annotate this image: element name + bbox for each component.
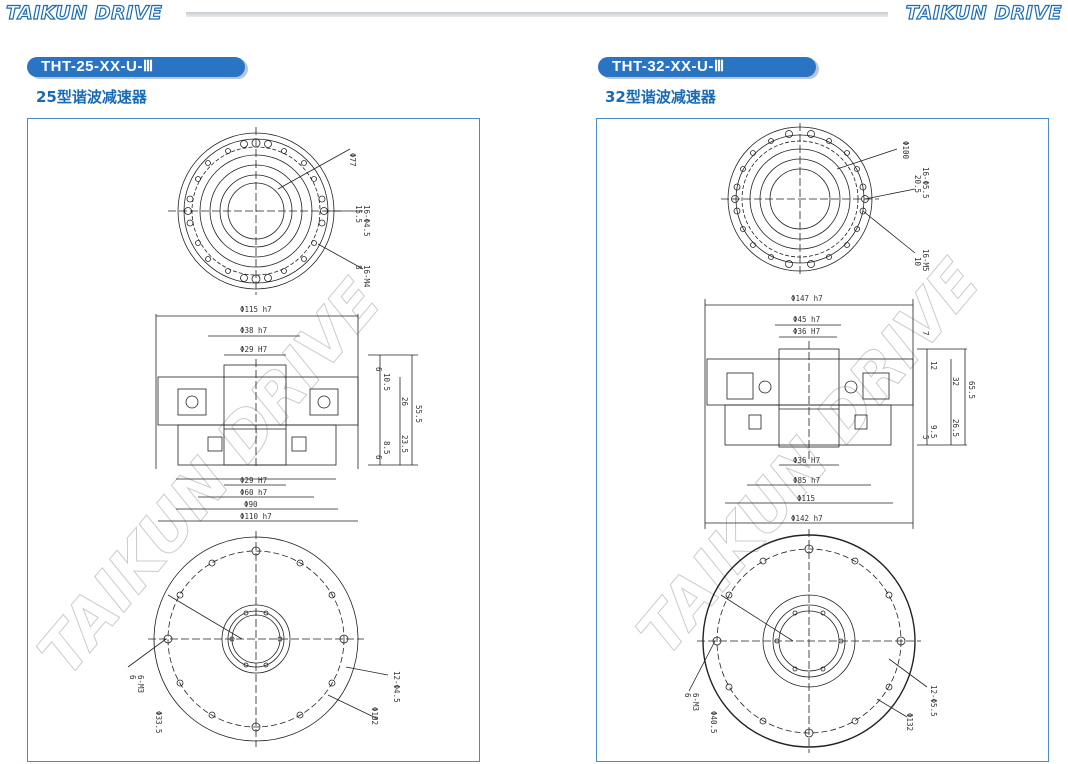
technical-drawing-left: TAIKUN DRIVE Φ77 16-Φ4.5 15.5 16-M4 8 [28, 127, 423, 747]
dim-label: Φ40.5 [709, 711, 718, 734]
watermark-left: TAIKUN DRIVE [28, 266, 395, 689]
dim-label: 12 [929, 361, 938, 370]
dim-label: 23.5 [400, 435, 409, 453]
dim-label: Φ110 h7 [240, 512, 272, 521]
dim-label: Φ45 h7 [793, 315, 820, 324]
dim-label: 6 [128, 675, 137, 680]
technical-drawing-right: TAIKUN DRIVE Φ100 16-Φ5.5 20.5 16-M5 10 [622, 123, 994, 753]
top-view-dims-right: Φ100 16-Φ5.5 20.5 16-M5 10 [901, 141, 930, 272]
dim-label: 6 [683, 693, 692, 698]
dim-label: 6 [374, 455, 383, 460]
brand-logo-left: TAIKUN DRIVE [5, 1, 163, 24]
dim-label: Φ100 [901, 141, 910, 160]
side-view-right [704, 299, 967, 529]
bottom-view-dims-right: 6-M3 6 Φ40.5 12-Φ5.5 Φ132 [683, 685, 938, 734]
dim-label: 6-M3 [691, 693, 700, 711]
side-view-dims-right: Φ147 h7 Φ45 h7 Φ36 H7 Φ36 H7 Φ85 h7 Φ115… [791, 294, 976, 523]
dim-label: Φ147 h7 [791, 294, 823, 303]
dim-label: Φ142 h7 [791, 514, 823, 523]
model-badge-left: THT-25-XX-U-Ⅲ [27, 57, 245, 77]
dim-label: Φ36 H7 [793, 327, 820, 336]
dim-label: 10 [913, 257, 922, 267]
dim-label: 20.5 [913, 175, 922, 193]
dim-label: 8 [354, 265, 363, 270]
dim-label: 32 [951, 377, 960, 386]
drawing-frame-right: TAIKUN DRIVE Φ100 16-Φ5.5 20.5 16-M5 10 [596, 118, 1049, 762]
dim-label: 8.5 [382, 441, 391, 455]
drawing-frame-left: TAIKUN DRIVE Φ77 16-Φ4.5 15.5 16-M4 8 [27, 118, 480, 762]
dim-label: Φ29 H7 [240, 476, 267, 485]
dim-label: Φ85 h7 [793, 476, 820, 485]
dim-label: 15.5 [354, 205, 363, 223]
dim-label: Φ90 [244, 500, 258, 509]
dim-label: 7 [921, 331, 930, 336]
top-view-left [168, 127, 364, 295]
dim-label: Φ33.5 [154, 711, 163, 734]
dim-label: Φ60 h7 [240, 488, 267, 497]
dim-label: Φ77 [348, 153, 357, 167]
dim-label: 12-Φ5.5 [929, 685, 938, 717]
top-view-dims-left: Φ77 16-Φ4.5 15.5 16-M4 8 [348, 153, 371, 288]
dim-label: 26.5 [951, 419, 960, 437]
dim-label: 16-Φ4.5 [362, 205, 371, 237]
dim-label: Φ36 H7 [793, 456, 820, 465]
dim-label: 16-M4 [362, 265, 371, 288]
dim-label: 65.5 [967, 381, 976, 399]
dim-label: 6 [374, 367, 383, 372]
bottom-view-left [127, 531, 389, 747]
dim-label: 9.5 [929, 425, 938, 439]
dim-label: Φ38 h7 [240, 326, 267, 335]
dim-label: Φ102 [370, 707, 379, 725]
dim-label: 5 [921, 435, 930, 440]
bottom-view-dims-left: 6-M3 6 Φ33.5 12-Φ4.5 Φ102 [128, 671, 401, 734]
dim-label: 55.5 [414, 405, 423, 423]
dim-label: Φ115 [797, 494, 815, 503]
dim-label: 26 [400, 397, 409, 407]
dim-label: 10.5 [382, 373, 391, 391]
dim-label: 6-M3 [136, 675, 145, 693]
brand-logo-right: TAIKUN DRIVE [905, 1, 1062, 24]
dim-label: 12-Φ4.5 [392, 671, 401, 703]
dim-label: 16-M5 [921, 249, 930, 272]
top-view-right [721, 123, 916, 275]
dim-label: Φ115 h7 [240, 305, 272, 314]
dim-label: Φ132 [905, 713, 914, 731]
header-divider [186, 12, 888, 17]
model-title-left: 25型谐波减速器 [36, 88, 147, 106]
model-title-right: 32型谐波减速器 [605, 88, 716, 106]
model-badge-right: THT-32-XX-U-Ⅲ [598, 57, 816, 77]
side-view-left [155, 314, 418, 522]
bottom-view-right [688, 529, 928, 753]
side-view-dims-left: Φ115 h7 Φ38 h7 Φ29 H7 Φ29 H7 Φ60 h7 Φ90 … [240, 305, 423, 521]
dim-label: 16-Φ5.5 [921, 167, 930, 199]
dim-label: Φ29 H7 [240, 345, 267, 354]
